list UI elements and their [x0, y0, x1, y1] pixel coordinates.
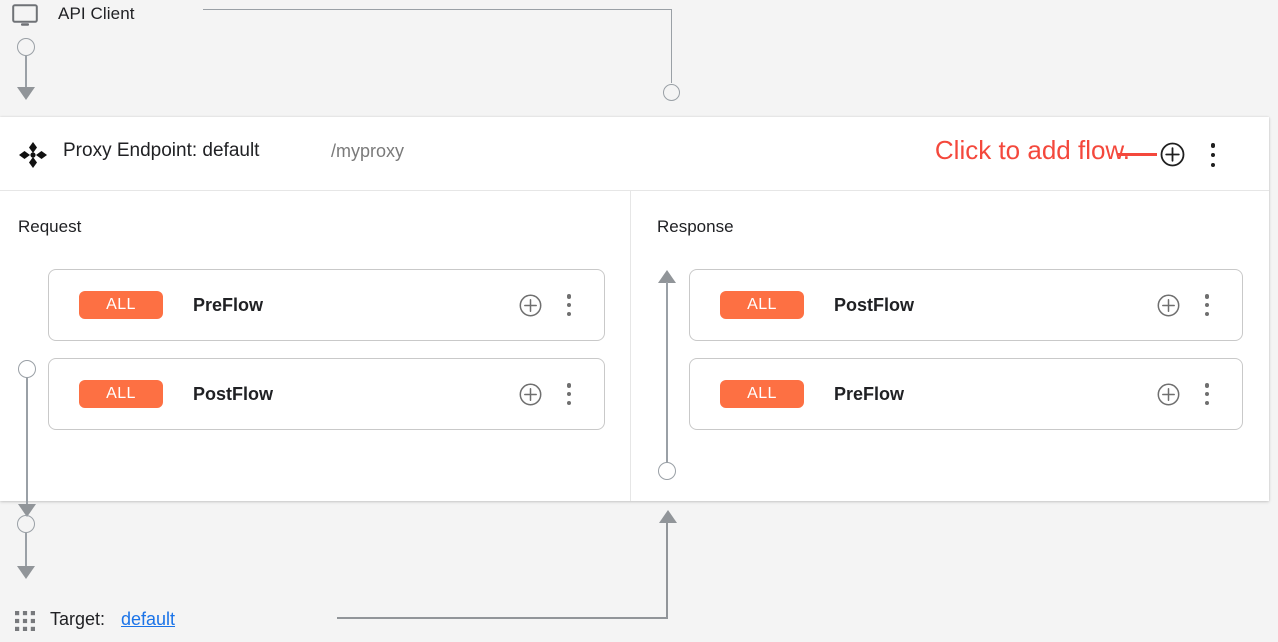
- flow-menu-button[interactable]: [558, 383, 580, 405]
- flow-condition-badge: ALL: [720, 380, 804, 408]
- kebab-dot: [566, 311, 572, 316]
- target-response-connector-horizontal: [337, 617, 668, 619]
- response-column-title: Response: [657, 217, 734, 236]
- target-section: [0, 501, 1278, 642]
- grid-dots-icon: [14, 610, 36, 632]
- flow-name: PostFlow: [193, 383, 273, 404]
- kebab-dot: [1210, 143, 1216, 148]
- add-policy-button[interactable]: [1157, 383, 1180, 406]
- kebab-dot: [1204, 383, 1210, 388]
- add-flow-button[interactable]: [1160, 142, 1185, 167]
- client-request-arrow-down-icon: [17, 87, 35, 100]
- request-flow-origin-circle: [18, 360, 36, 378]
- flow-columns: Request ALL PreFlow: [0, 191, 1269, 517]
- add-policy-button[interactable]: [519, 294, 542, 317]
- proxy-endpoint-panel: Proxy Endpoint: default /myproxy Click t…: [0, 117, 1269, 517]
- flow-card[interactable]: ALL PostFlow: [689, 269, 1243, 341]
- flow-card-actions: [519, 294, 604, 317]
- target-request-origin-circle: [17, 515, 35, 533]
- kebab-dot: [566, 400, 572, 405]
- response-flow-origin-circle: [658, 462, 676, 480]
- flow-card-actions: [1157, 294, 1242, 317]
- api-client-section: API Client: [0, 0, 1278, 117]
- target-endpoint-link[interactable]: default: [121, 609, 176, 629]
- add-flow-hint-pointer-line: [1117, 153, 1157, 156]
- request-column: Request ALL PreFlow: [0, 191, 631, 517]
- kebab-dot: [1210, 162, 1216, 167]
- flow-condition-badge: ALL: [720, 291, 804, 319]
- target-request-arrow-down-icon: [17, 566, 35, 579]
- flow-menu-button[interactable]: [1196, 383, 1218, 405]
- move-diamond-icon[interactable]: [18, 141, 48, 169]
- kebab-dot: [1204, 302, 1210, 308]
- kebab-dot: [1210, 152, 1216, 158]
- client-connector-vertical: [671, 9, 672, 83]
- proxy-endpoint-title: Proxy Endpoint: default: [63, 140, 260, 161]
- flow-card-actions: [1157, 383, 1242, 406]
- add-policy-button[interactable]: [519, 383, 542, 406]
- target-response-connector-vertical: [666, 523, 668, 618]
- kebab-dot: [566, 302, 572, 308]
- monitor-icon: [12, 4, 38, 28]
- request-flow-line: [26, 378, 28, 505]
- api-client-label: API Client: [58, 4, 135, 23]
- flow-condition-badge: ALL: [79, 380, 163, 408]
- response-flow-line: [666, 282, 668, 463]
- response-flow-arrow-up-icon: [658, 270, 676, 283]
- flow-name: PreFlow: [834, 383, 905, 404]
- flow-card[interactable]: ALL PreFlow: [689, 358, 1243, 430]
- kebab-dot: [1204, 311, 1210, 316]
- flow-name: PostFlow: [834, 294, 914, 315]
- request-column-title: Request: [18, 217, 82, 236]
- client-connector-horizontal: [203, 9, 672, 10]
- client-request-origin-circle: [17, 38, 35, 56]
- request-flow-arrow-down-icon: [18, 504, 36, 517]
- flow-card[interactable]: ALL PreFlow: [48, 269, 605, 341]
- response-column: Response ALL PostFlow: [631, 191, 1269, 501]
- client-request-line: [25, 56, 27, 88]
- kebab-dot: [566, 383, 572, 388]
- flow-condition-badge: ALL: [79, 291, 163, 319]
- flow-menu-button[interactable]: [558, 294, 580, 316]
- proxy-endpoint-header: Proxy Endpoint: default /myproxy Click t…: [0, 117, 1269, 191]
- add-policy-button[interactable]: [1157, 294, 1180, 317]
- kebab-dot: [1204, 400, 1210, 405]
- flow-card-actions: [519, 383, 604, 406]
- add-flow-hint-text: Click to add flow.: [934, 135, 1130, 165]
- flow-card[interactable]: ALL PostFlow: [48, 358, 605, 430]
- kebab-dot: [566, 294, 572, 299]
- kebab-dot: [1204, 294, 1210, 299]
- proxy-endpoint-menu-button[interactable]: [1202, 143, 1224, 167]
- target-response-arrow-up-icon: [659, 510, 677, 523]
- target-label: Target:: [50, 609, 106, 629]
- client-connector-endpoint-circle: [663, 84, 680, 101]
- flow-menu-button[interactable]: [1196, 294, 1218, 316]
- kebab-dot: [1204, 391, 1210, 397]
- flow-name: PreFlow: [193, 294, 264, 315]
- target-request-line: [25, 533, 27, 567]
- proxy-endpoint-path: /myproxy: [331, 141, 405, 161]
- kebab-dot: [566, 391, 572, 397]
